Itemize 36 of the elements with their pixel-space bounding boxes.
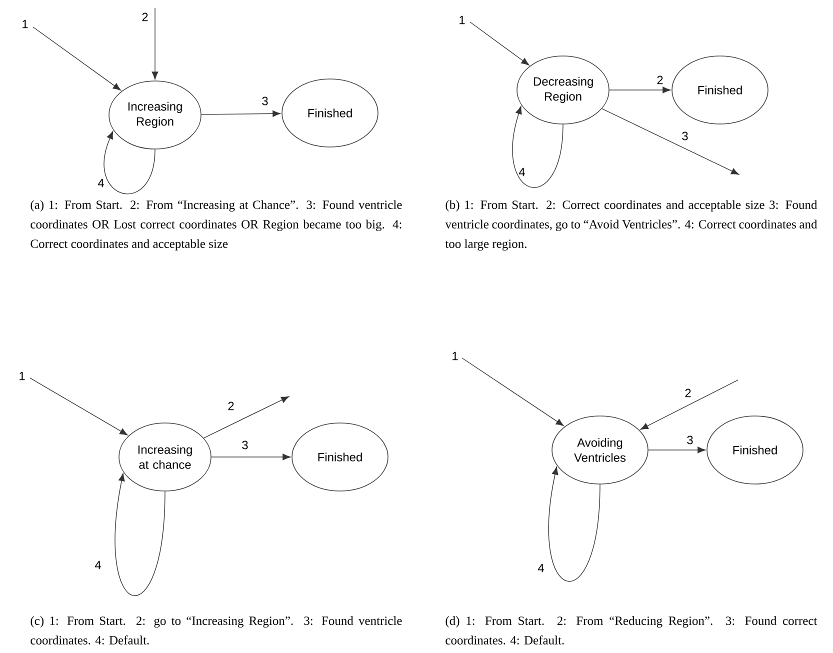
- edge-label: 4: [94, 560, 101, 570]
- arrow: [609, 86, 671, 94]
- edge-label: 4: [518, 168, 525, 176]
- edge-label: 4: [98, 178, 104, 188]
- edge-label: 2: [685, 388, 691, 398]
- arrow: [462, 358, 564, 426]
- caption: (d) 1: From Start. 2: From “Reducing Region”. 3: Found correct coordinates. 4: Default.: [446, 616, 818, 645]
- arrow: [211, 454, 291, 460]
- edge-label: 1: [460, 16, 465, 24]
- arrow: [152, 8, 158, 80]
- arrow: [470, 22, 530, 66]
- edge-label: 3: [242, 440, 248, 450]
- edge-label: 1: [452, 352, 458, 360]
- caption: (c) 1: From Start. 2: go to “Increasing Region”. 3: Found ventricle coordinates. 4: Default.: [30, 616, 402, 645]
- edge-label: 3: [687, 436, 693, 444]
- arrow: [512, 106, 564, 188]
- arrow: [640, 380, 738, 430]
- edge-label: 2: [228, 402, 234, 410]
- arrow: [602, 108, 740, 175]
- edge-label: 2: [142, 12, 148, 22]
- edge-label: 1: [22, 20, 28, 28]
- arrow: [648, 446, 706, 454]
- edge-label: 3: [262, 96, 268, 106]
- arrow: [548, 466, 600, 582]
- arrow: [104, 131, 156, 194]
- arrow: [114, 473, 166, 596]
- edge-label: 2: [657, 76, 663, 84]
- edge-label: 4: [538, 564, 544, 572]
- edge-label: 1: [20, 372, 25, 380]
- arrow: [203, 396, 290, 438]
- edge-label: 3: [682, 132, 688, 140]
- caption: (a) 1: From Start. 2: From “Increasing at Chance”. 3: Found ventricle coordinates OR Lost correct coordinates OR Region became too big. 4: Correct coordinates and acceptable size: [30, 200, 402, 251]
- arrow: [30, 378, 128, 436]
- caption: (b) 1: From Start. 2: Correct coordinates and acceptable size 3: Found ventricle coordinates, go to “Avoid Ventricles”. 4: Correct coordinates and too large region.: [445, 200, 818, 251]
- arrow: [201, 110, 281, 117]
- arrow: [32, 26, 121, 91]
